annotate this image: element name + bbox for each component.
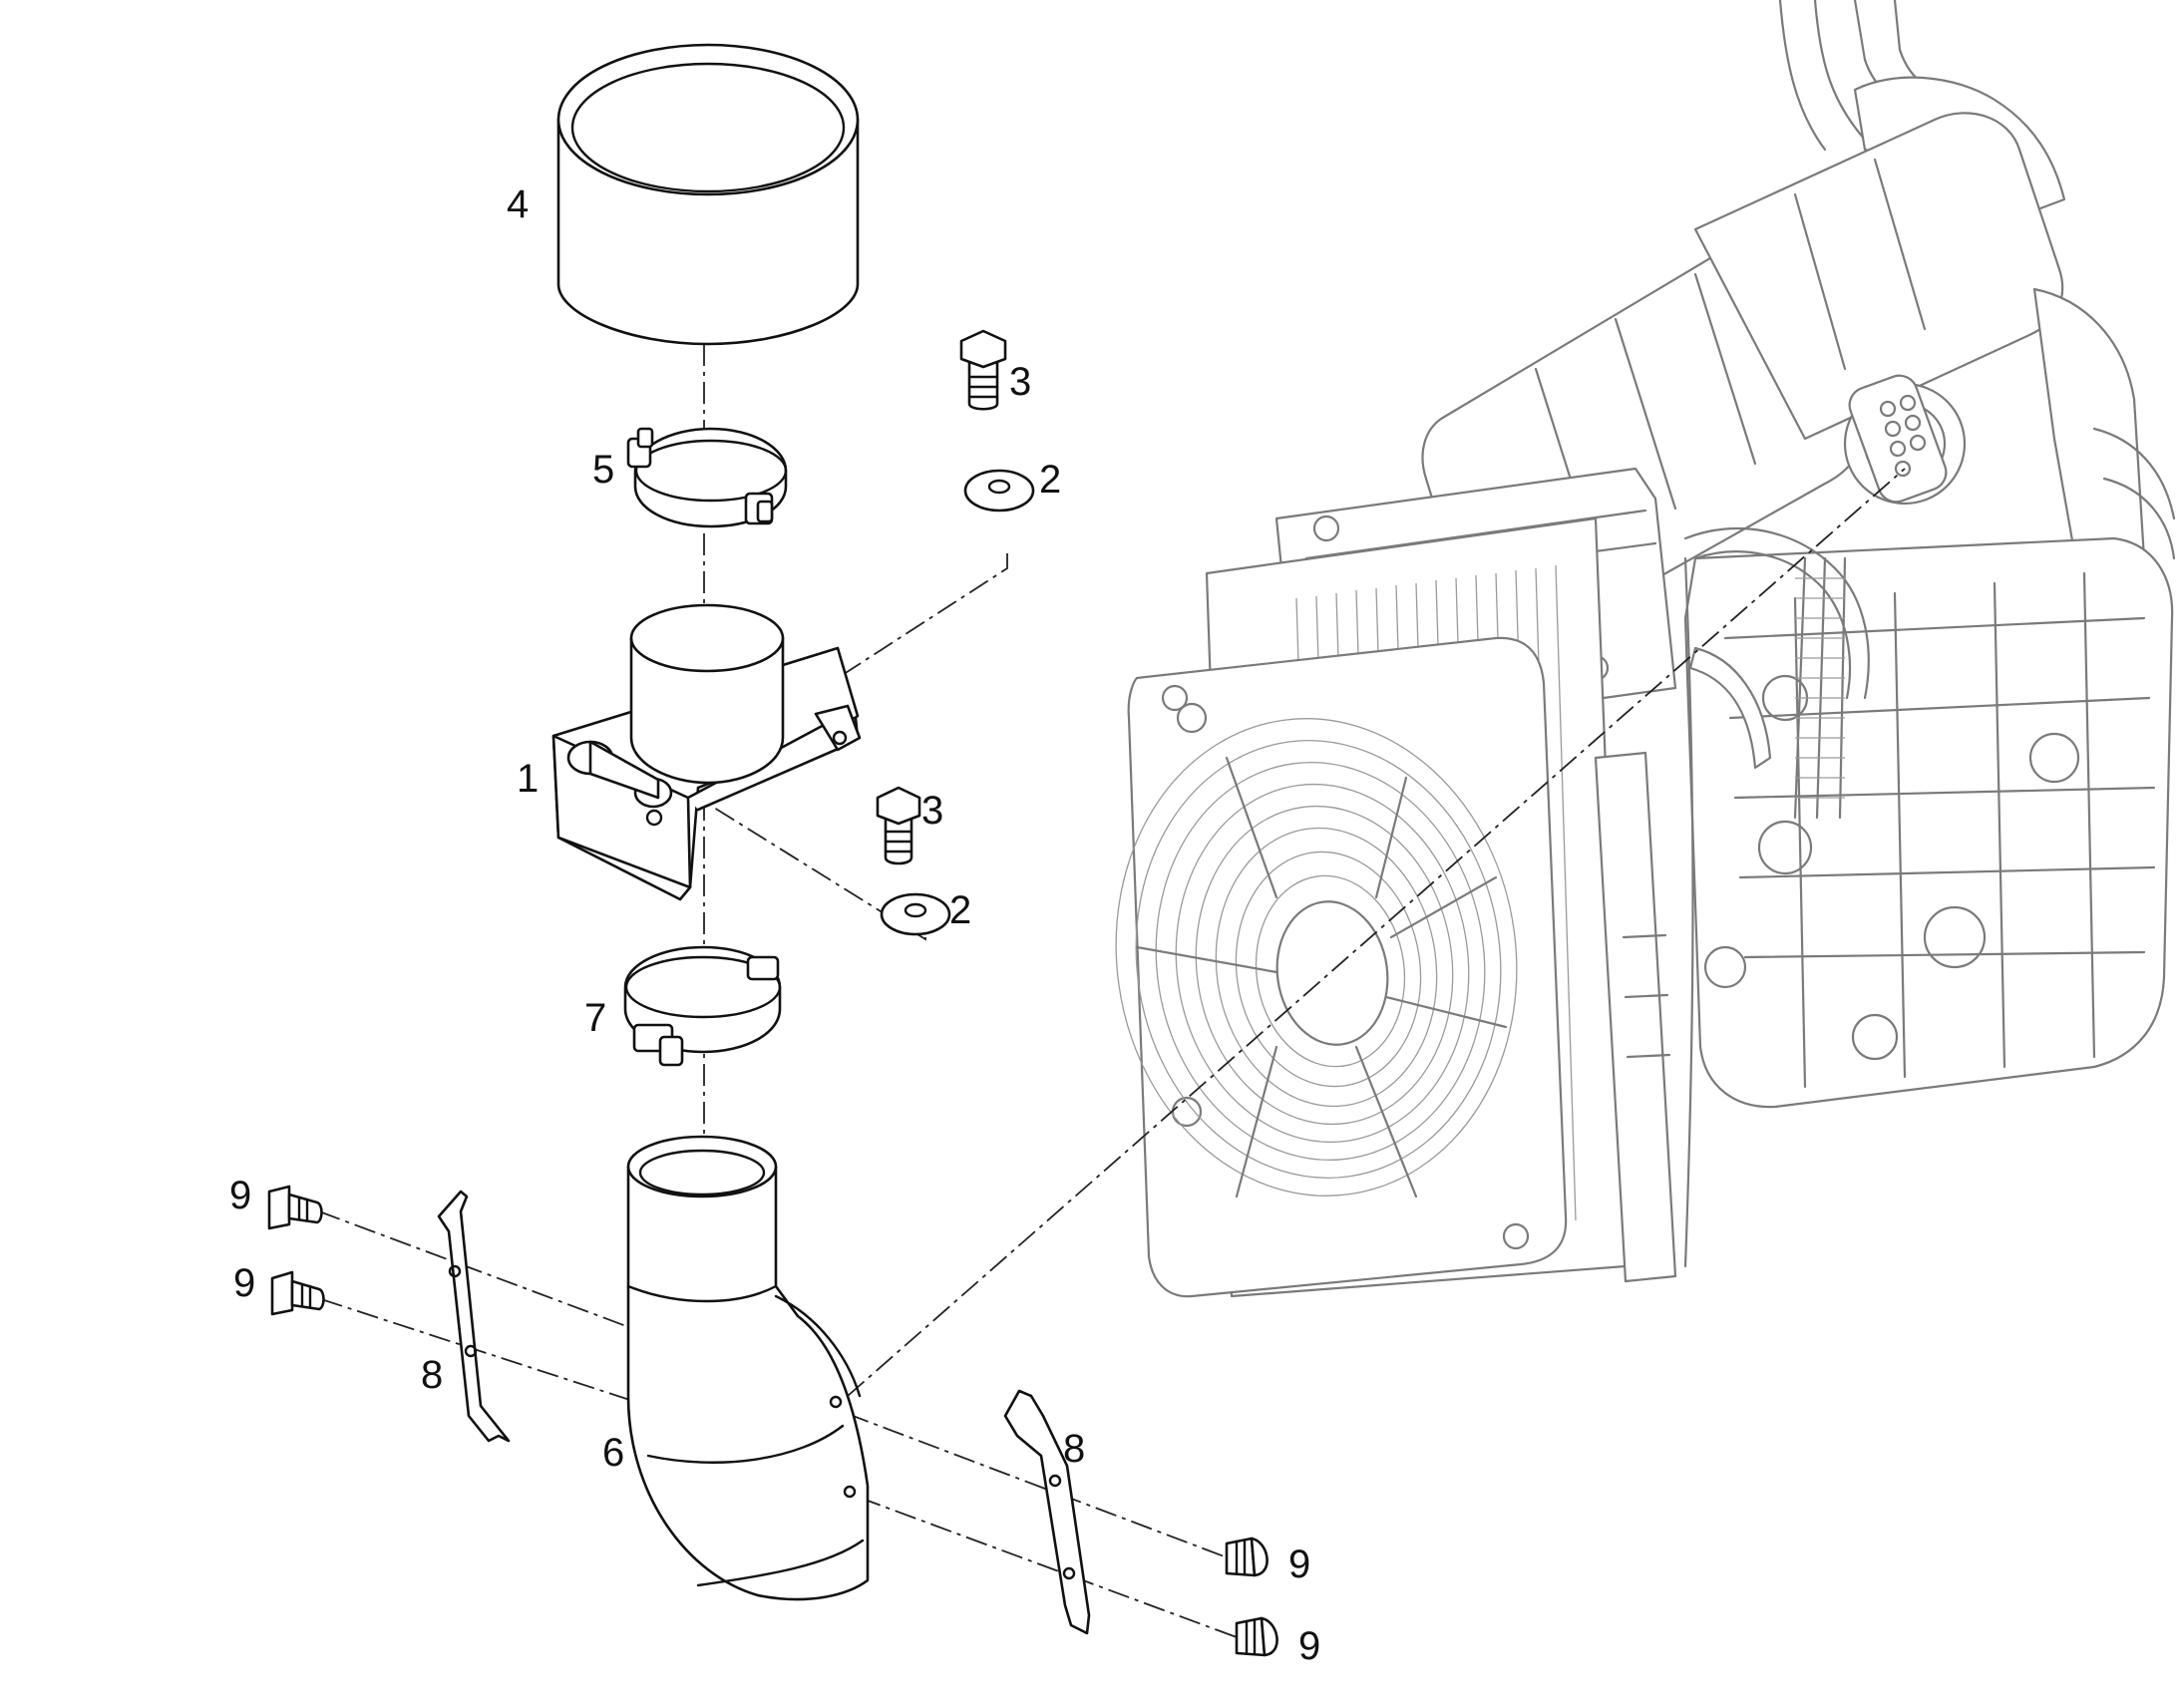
part-9-bolt-3 — [1225, 1537, 1269, 1577]
engine-radiator-assembly — [1115, 0, 2176, 1298]
part-8-strap-left — [437, 1190, 511, 1443]
callout-8-right: 8 — [1063, 1427, 1085, 1471]
honeycomb-connector — [1848, 374, 1948, 504]
part-6-elbow-pipe — [626, 1135, 870, 1601]
fan-guard — [1115, 718, 1518, 1198]
part-1-bracket — [551, 603, 862, 901]
callout-9-lower-right: 9 — [1298, 1624, 1320, 1668]
part-4-cap — [556, 43, 860, 346]
callout-9-upper-left: 9 — [229, 1174, 251, 1217]
callout-9-lower-left: 9 — [233, 1261, 255, 1305]
part-7-lower-clamp — [623, 945, 782, 1067]
callout-6: 6 — [602, 1431, 624, 1475]
part-9-bolt-2 — [270, 1270, 325, 1316]
callout-9-upper-right: 9 — [1288, 1542, 1310, 1586]
callout-2-upper: 2 — [1039, 458, 1061, 502]
part-3-bolt-upper — [959, 329, 1007, 411]
part-9-bolt-4 — [1235, 1616, 1278, 1657]
callout-1: 1 — [517, 757, 539, 801]
callout-3-upper: 3 — [1009, 360, 1031, 404]
part-2-washer-lower — [880, 892, 951, 936]
callout-5: 5 — [592, 448, 614, 492]
callout-7: 7 — [584, 996, 606, 1040]
callout-labels: 4 3 5 2 1 3 2 7 9 9 8 6 8 9 9 — [229, 182, 1320, 1668]
callout-2-lower: 2 — [949, 888, 971, 932]
callout-4: 4 — [507, 182, 529, 226]
callout-3-lower: 3 — [921, 789, 943, 833]
part-2-washer-upper — [963, 469, 1035, 512]
callout-8-left: 8 — [421, 1353, 443, 1397]
part-8-strap-right — [1003, 1389, 1091, 1635]
part-3-bolt-lower — [876, 786, 921, 865]
part-5-upper-clamp — [626, 427, 788, 528]
part-9-bolt-1 — [267, 1185, 323, 1230]
